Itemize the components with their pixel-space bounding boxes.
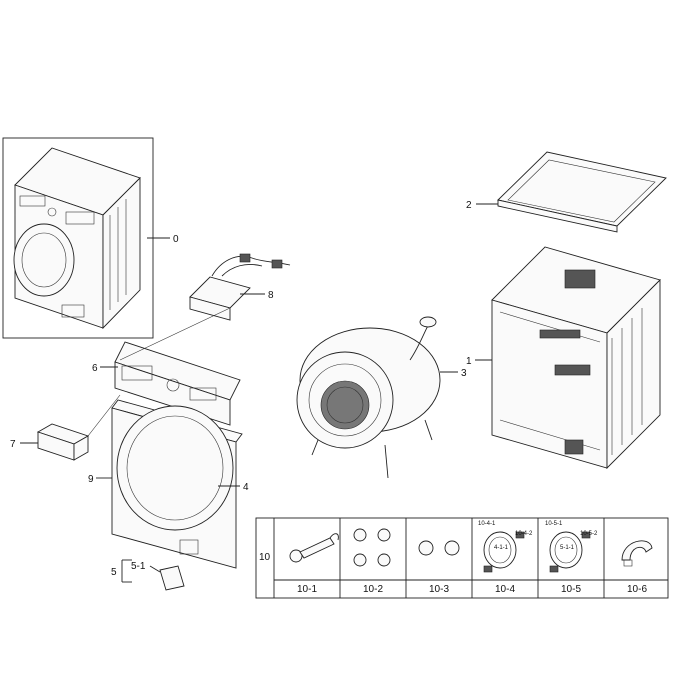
callout-4: 4 (243, 482, 249, 493)
accessory-group-label: 10 (259, 552, 271, 563)
part-1-cabinet (475, 246, 661, 470)
part-3-tub-assembly (296, 316, 458, 479)
callout-8: 8 (268, 290, 274, 301)
accessory-cell-4: 10-4 (495, 584, 515, 595)
wrench-icon (289, 533, 339, 563)
callout-9: 9 (88, 474, 94, 485)
callout-5: 5 (111, 567, 117, 578)
sub-label-4-1-1: 4-1-1 (494, 545, 509, 551)
sub-label-10-5-1: 10-5-1 (545, 521, 563, 527)
callout-6: 6 (92, 363, 98, 374)
sub-label-5-1-1: 5-1-1 (560, 545, 575, 551)
cap-set-icon (353, 528, 391, 567)
callout-2: 2 (466, 200, 472, 211)
accessory-cell-1: 10-1 (297, 584, 317, 595)
callout-5-1: 5-1 (131, 561, 146, 572)
part-9-front-panel (96, 399, 243, 569)
accessory-cell-3: 10-3 (429, 584, 449, 595)
callout-1: 1 (466, 356, 472, 367)
sub-label-10-4-1: 10-4-1 (478, 521, 496, 527)
sub-label-10-4-2: 10-4-2 (515, 531, 533, 537)
accessory-table (255, 517, 669, 599)
callout-3: 3 (461, 368, 467, 379)
hose-icon-2 (549, 531, 591, 573)
part-8-pcb-wiring (189, 253, 291, 321)
callout-0: 0 (173, 234, 179, 245)
hose-bracket-icon (621, 540, 653, 567)
sub-label-10-5-2: 10-5-2 (580, 531, 598, 537)
part-7-detergent-drawer (20, 394, 121, 461)
accessory-cell-5: 10-5 (561, 584, 581, 595)
hose-icon (483, 531, 525, 573)
cap-pair-icon (418, 540, 460, 556)
part-2-top-cover (476, 151, 667, 233)
accessory-cell-6: 10-6 (627, 584, 647, 595)
part-6-control-panel (100, 307, 241, 426)
accessory-cell-2: 10-2 (363, 584, 383, 595)
part-5-service-cover (121, 559, 185, 591)
callout-7: 7 (10, 439, 16, 450)
part-0-complete-washer (2, 137, 170, 339)
